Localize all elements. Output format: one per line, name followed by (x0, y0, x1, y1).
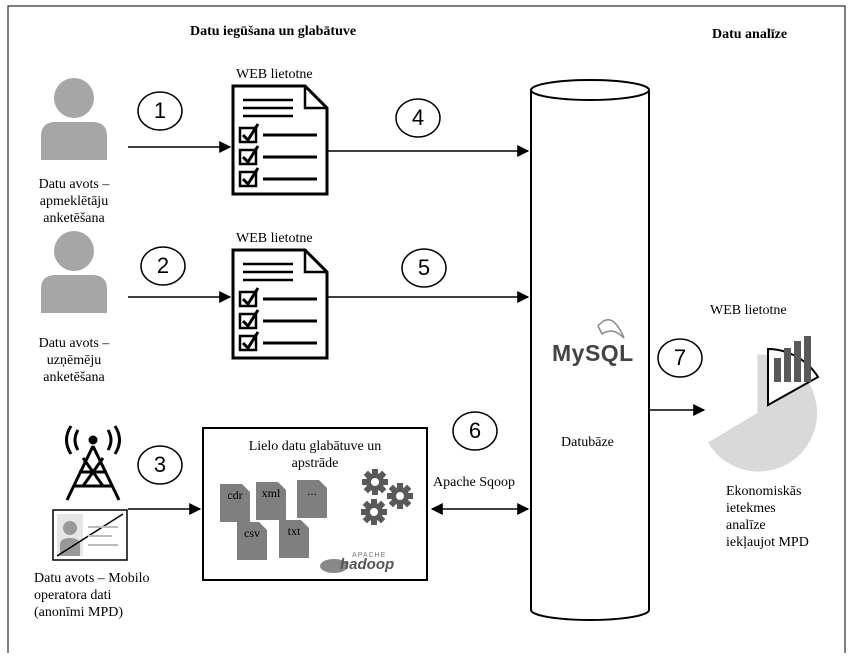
source-businesses-label: Datu avots – uzņēmēju anketēšana (24, 335, 124, 386)
step-circle-5 (401, 248, 447, 288)
label-line: analīze (726, 518, 766, 533)
label-line: Lielo datu glabātuve un (248, 439, 382, 454)
label-line: (anonīmi MPD) (34, 605, 124, 620)
step-circle-7 (657, 338, 703, 378)
frame-border (7, 5, 846, 653)
web-app-label-2: WEB lietotne (236, 231, 313, 246)
web-app-label-3: WEB lietotne (710, 303, 787, 318)
label-line: anketēšana (43, 211, 105, 226)
label-line: apstrāde (291, 456, 339, 471)
database-cylinder (530, 79, 650, 621)
source-visitors-label: Datu avots – apmeklētāju anketēšana (24, 176, 124, 227)
sqoop-label: Apache Sqoop (433, 475, 516, 490)
section-header-collection: Datu iegūšana un glabātuve (190, 24, 357, 39)
mysql-dolphin (597, 319, 625, 339)
analysis-result-label: Ekonomiskās ietekmes analīze iekļaujot M… (726, 483, 809, 551)
step-circle-4 (395, 98, 441, 138)
label-line: anketēšana (43, 370, 105, 385)
document-checklist-icon (231, 248, 329, 360)
person-icon (41, 78, 107, 160)
step-number-2: 2 (156, 253, 170, 278)
label-line: Datu avots – (38, 177, 110, 192)
hadoop-elephant (320, 559, 348, 573)
label-line: Datu avots – Mobilo (34, 571, 150, 586)
step-number-5: 5 (417, 255, 431, 280)
mysql-logo: MySQL (552, 340, 634, 366)
file-label-more: ... (307, 484, 317, 498)
step-circle-2 (140, 246, 186, 286)
file-label-txt: txt (287, 524, 301, 538)
person-icon (41, 231, 107, 313)
label-line: Datu avots – (38, 336, 110, 351)
apache-logo-text: APACHE (352, 552, 387, 559)
bigdata-title: Lielo datu glabātuve un apstrāde (208, 438, 422, 472)
step-number-3: 3 (153, 452, 167, 477)
id-card-icon (52, 509, 128, 561)
step-number-7: 7 (673, 345, 687, 370)
label-line: Ekonomiskās (726, 484, 802, 499)
step-number-4: 4 (411, 105, 425, 130)
source-mobile-label: Datu avots – Mobilo operatora dati (anon… (34, 570, 150, 621)
file-label-cdr: cdr (227, 488, 243, 502)
hadoop-logo: hadoop (340, 556, 395, 573)
step-number-6: 6 (468, 418, 482, 443)
label-line: operatora dati (34, 588, 112, 603)
pie-chart-icon (703, 336, 820, 475)
document-checklist-icon (231, 84, 329, 196)
step-circle-3 (137, 445, 183, 485)
label-line: apmeklētāju (39, 194, 109, 209)
label-line: uzņēmēju (46, 353, 102, 368)
step-number-1: 1 (153, 98, 167, 123)
step-circle-1 (137, 91, 183, 131)
web-app-label-1: WEB lietotne (236, 67, 313, 82)
label-line: ietekmes (726, 501, 776, 516)
file-label-xml: xml (261, 486, 281, 500)
section-header-analysis: Datu analīze (712, 27, 788, 42)
database-label: Datubāze (561, 435, 614, 450)
file-label-csv: csv (244, 526, 260, 540)
step-circle-6 (452, 411, 498, 451)
label-line: iekļaujot MPD (726, 535, 809, 550)
antenna-tower-icon (65, 425, 121, 501)
